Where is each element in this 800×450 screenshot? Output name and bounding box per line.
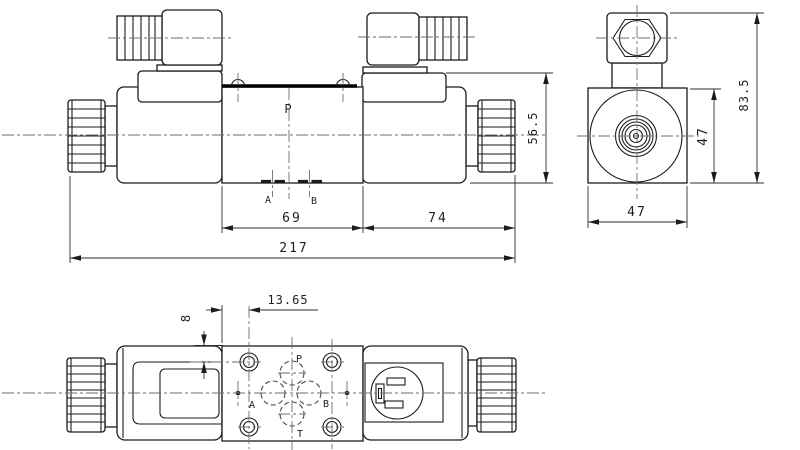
side-dimensions: 47 47 83.5 — [587, 12, 764, 228]
front-port-label-b: B — [311, 196, 317, 207]
dim-label-solenoid-length: 74 — [428, 211, 448, 226]
dim-label-hole-offset-horizontal: 13.65 — [267, 293, 308, 307]
bottom-left-solenoid — [66, 345, 223, 441]
dim-label-body-width: 69 — [282, 211, 302, 226]
din-pin-ground — [375, 383, 385, 404]
mounting-plate — [221, 345, 364, 442]
left-solenoid — [67, 9, 223, 184]
dim-label-height: 56.5 — [526, 112, 540, 145]
front-port-label-p: P — [284, 102, 291, 116]
bottom-port-label-t: T — [297, 429, 303, 440]
dim-label-total-length: 217 — [279, 241, 308, 256]
bottom-dimensions: 13.65 8 — [179, 293, 318, 379]
front-port-label-a: A — [265, 195, 271, 206]
dim-label-side-total-height: 83.5 — [737, 79, 751, 112]
right-solenoid — [361, 12, 516, 184]
dim-label-hole-offset-vertical: 8 — [179, 314, 193, 322]
din-pin-1 — [386, 377, 406, 386]
bottom-view: P A B T 13.65 8 — [2, 293, 548, 450]
bottom-port-label-a: A — [249, 400, 255, 411]
side-view: 47 47 83.5 — [577, 5, 764, 228]
left-cable-connector — [116, 9, 223, 66]
valve-body — [221, 78, 364, 184]
dim-label-side-width: 47 — [627, 205, 647, 220]
bottom-port-label-p: P — [296, 354, 302, 365]
solenoid-end-face — [587, 87, 688, 184]
dim-label-side-body-height: 47 — [696, 126, 711, 146]
din-pin-2 — [384, 400, 404, 409]
front-dimensions: 69 74 217 56.5 — [69, 72, 553, 263]
front-view: P A B 69 74 217 56.5 — [2, 9, 553, 263]
bottom-right-solenoid — [362, 345, 517, 441]
right-cable-connector — [366, 12, 468, 66]
bottom-port-label-b: B — [323, 399, 329, 410]
